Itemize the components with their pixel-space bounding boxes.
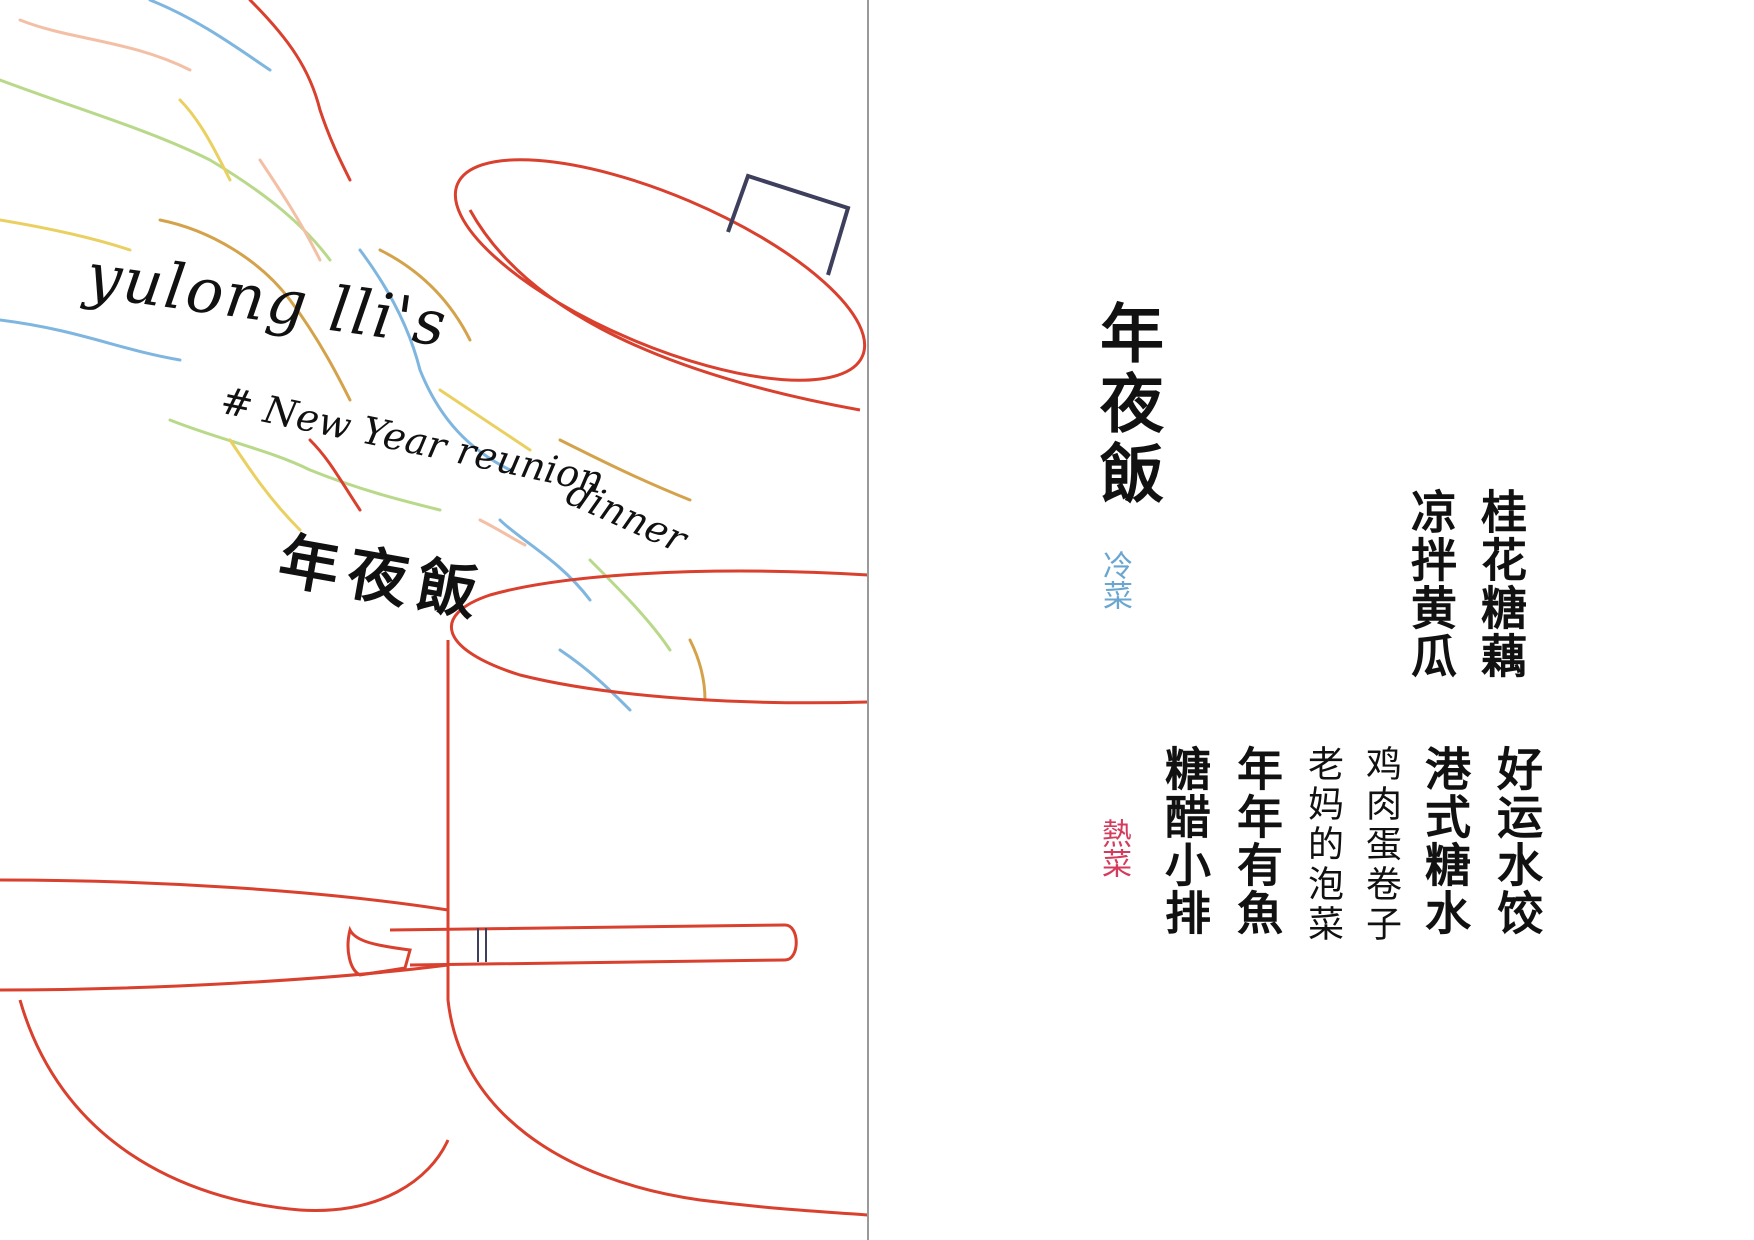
steam-stroke <box>688 638 707 702</box>
steam-stroke <box>228 438 302 532</box>
menu-page <box>870 0 1754 1240</box>
lid-rim <box>453 158 867 382</box>
pot-lid <box>453 158 867 412</box>
dish-item: 鸡肉蛋卷子 <box>1360 745 1401 945</box>
steam-stroke <box>0 318 182 362</box>
cooking-illustration <box>0 0 868 1217</box>
pot-rim <box>449 569 868 705</box>
steam-stroke <box>378 248 472 342</box>
steam-stroke <box>18 18 192 72</box>
dish-item: 港式糖水 <box>1418 745 1472 937</box>
page-fold <box>867 0 869 1240</box>
cold-dish-list: 桂花糖藕 凉拌黄瓜 <box>1398 488 1534 680</box>
steam-stroke <box>358 248 512 472</box>
dish-item: 年年有魚 <box>1230 745 1284 937</box>
cover-page: yulong lli's # New Year reunion dinner 年… <box>0 0 868 1240</box>
steam-stroke <box>558 438 692 502</box>
dish-item: 桂花糖藕 <box>1474 488 1528 680</box>
cooking-pot <box>446 569 868 1217</box>
pot-wall-left <box>446 640 868 1217</box>
hot-dish-list: 好运水饺 港式糖水 鸡肉蛋卷子 老妈的泡菜 年年有魚 糖醋小排 <box>1152 745 1550 945</box>
lid-inner-edge <box>468 209 861 412</box>
dish-item: 糖醋小排 <box>1158 745 1212 937</box>
wok-handle <box>389 923 798 967</box>
steam-stroke <box>558 648 632 712</box>
steam-stroke <box>478 518 527 547</box>
dish-item: 好运水饺 <box>1490 745 1544 937</box>
steam-stroke <box>498 518 592 602</box>
wok <box>0 878 798 1212</box>
steam-stroke <box>438 388 532 452</box>
dish-item: 凉拌黄瓜 <box>1404 488 1458 680</box>
steam-stroke <box>0 78 332 262</box>
steam-stroke <box>178 98 232 182</box>
wok-rim-back <box>0 878 449 912</box>
wok-rim-front <box>0 963 449 992</box>
steam-stroke <box>148 0 272 72</box>
dish-item: 老妈的泡菜 <box>1302 745 1343 945</box>
steam-stroke <box>588 558 672 652</box>
cold-dishes-label: 冷菜 <box>1097 550 1132 610</box>
steam-stroke <box>258 158 322 262</box>
wok-bowl <box>18 999 450 1212</box>
steam-stroke <box>308 438 362 512</box>
steam-stroke <box>248 0 352 182</box>
steam-stroke <box>158 218 352 402</box>
steam-lines <box>0 0 707 712</box>
steam-stroke <box>0 218 132 252</box>
handle-bracket <box>346 925 412 977</box>
lid-handle <box>726 173 851 276</box>
steam-stroke <box>168 418 442 512</box>
hot-dishes-label: 熱菜 <box>1096 818 1131 878</box>
menu-title: 年夜飯 <box>1089 300 1163 510</box>
